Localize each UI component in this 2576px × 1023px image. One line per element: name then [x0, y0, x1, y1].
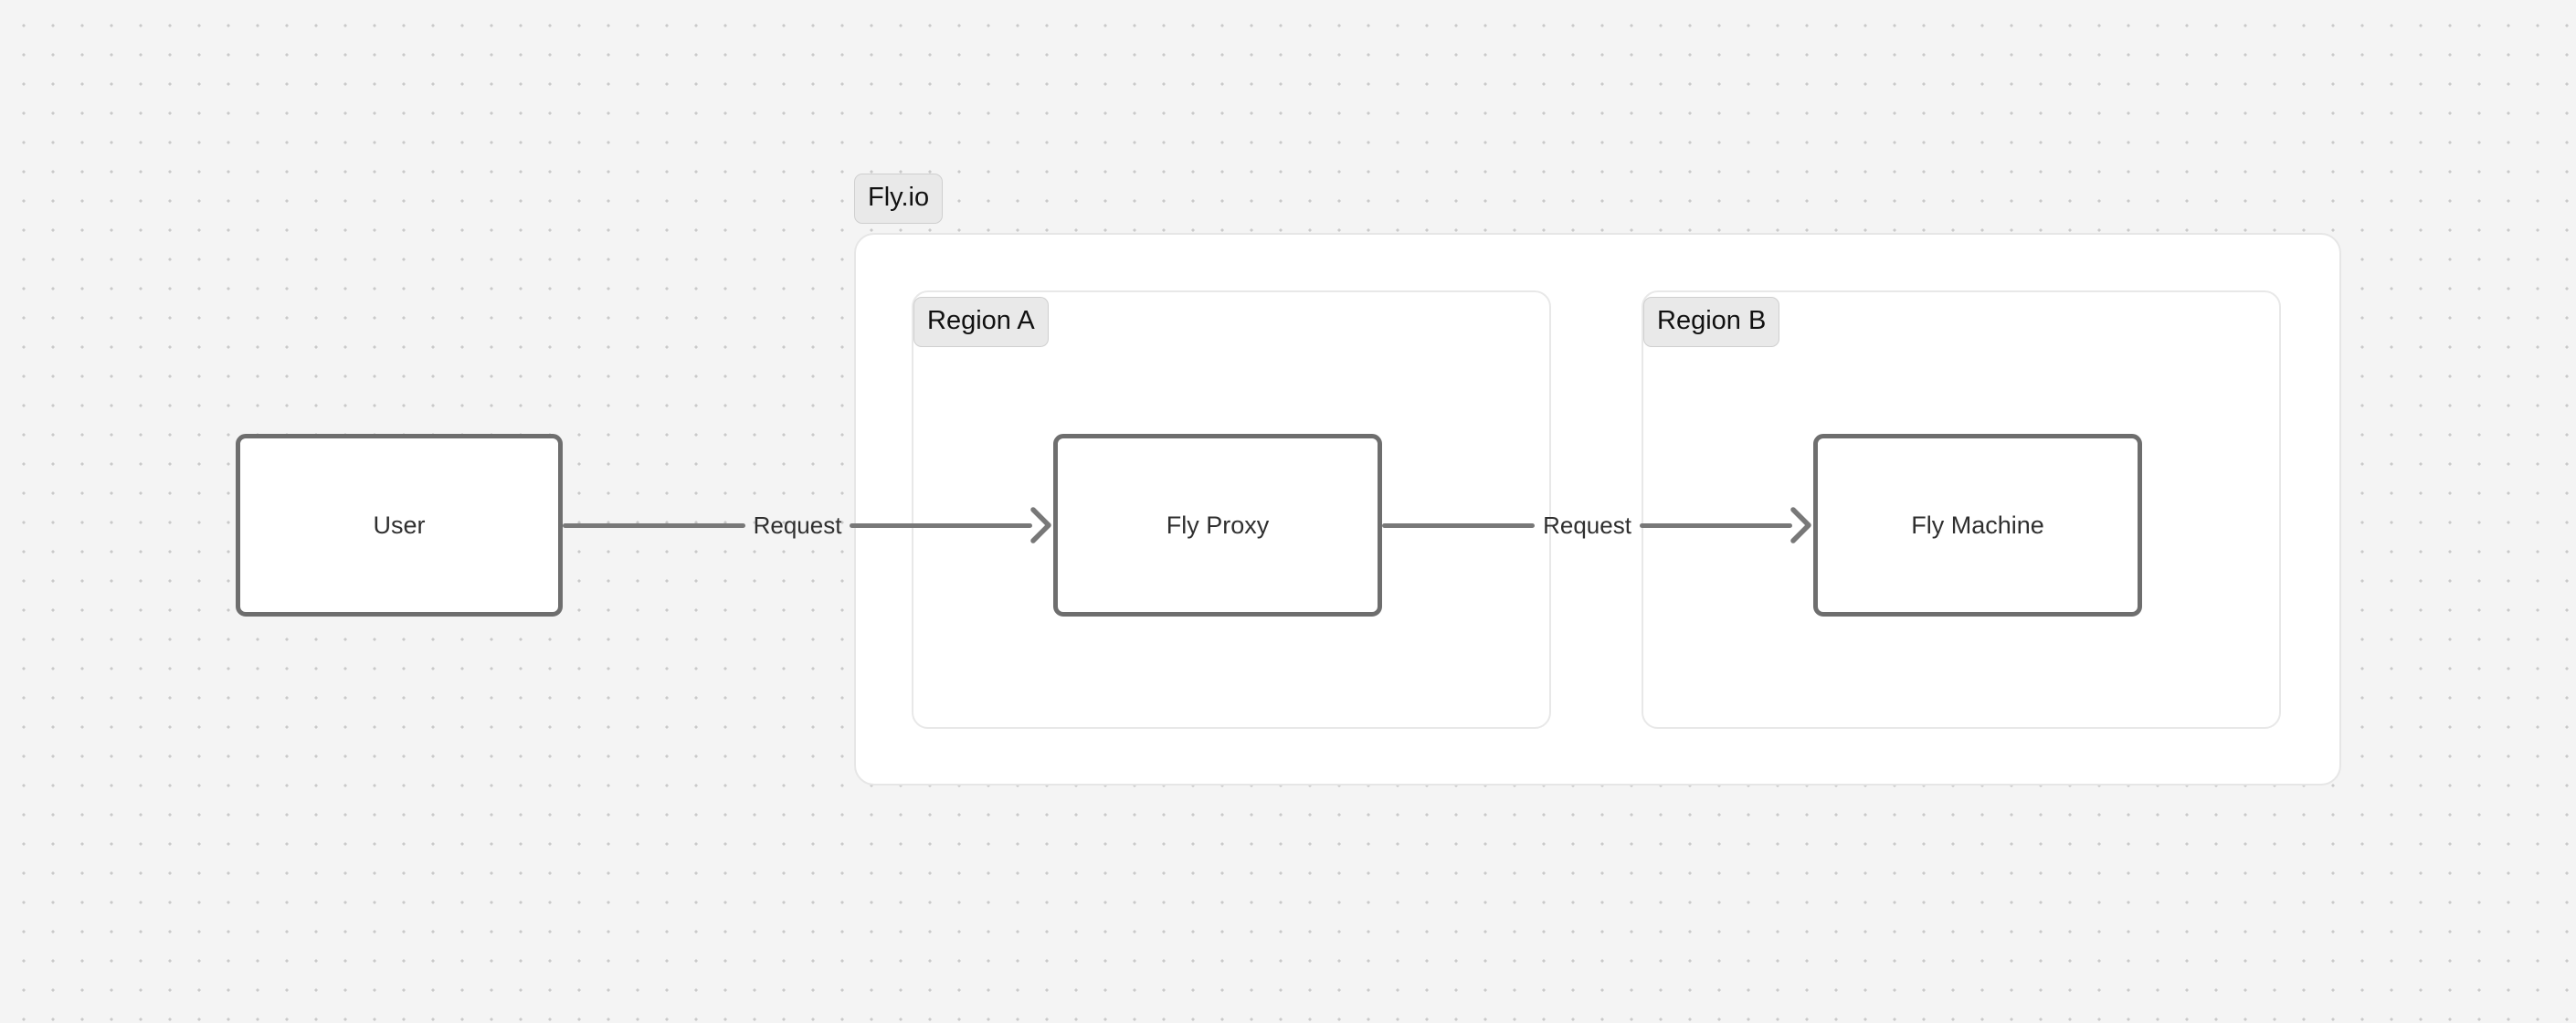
group-label-fly-io[interactable]: Fly.io: [854, 174, 944, 224]
node-fly-proxy[interactable]: Fly Proxy: [1053, 434, 1382, 617]
group-label-region-b[interactable]: Region B: [1643, 297, 1780, 347]
node-fly-proxy-label: Fly Proxy: [1166, 511, 1270, 539]
edge-label-request: Request: [1543, 512, 1631, 539]
node-fly-machine[interactable]: Fly Machine: [1813, 434, 2142, 617]
node-user[interactable]: User: [236, 434, 563, 617]
arrow-right-icon: [1030, 507, 1051, 543]
edge-line-segment: [1382, 522, 1536, 528]
edge-user-to-fly-proxy[interactable]: Request: [563, 493, 1053, 557]
edge-fly-proxy-to-fly-machine[interactable]: Request: [1382, 493, 1813, 557]
group-label-region-a[interactable]: Region A: [913, 297, 1049, 347]
edge-line-segment: [850, 522, 1032, 528]
node-user-label: User: [373, 511, 426, 539]
edge-line-segment: [563, 522, 745, 528]
edge-line-segment: [1639, 522, 1792, 528]
edge-label-request: Request: [753, 512, 842, 539]
arrow-right-icon: [1790, 507, 1811, 543]
node-fly-machine-label: Fly Machine: [1911, 511, 2044, 539]
